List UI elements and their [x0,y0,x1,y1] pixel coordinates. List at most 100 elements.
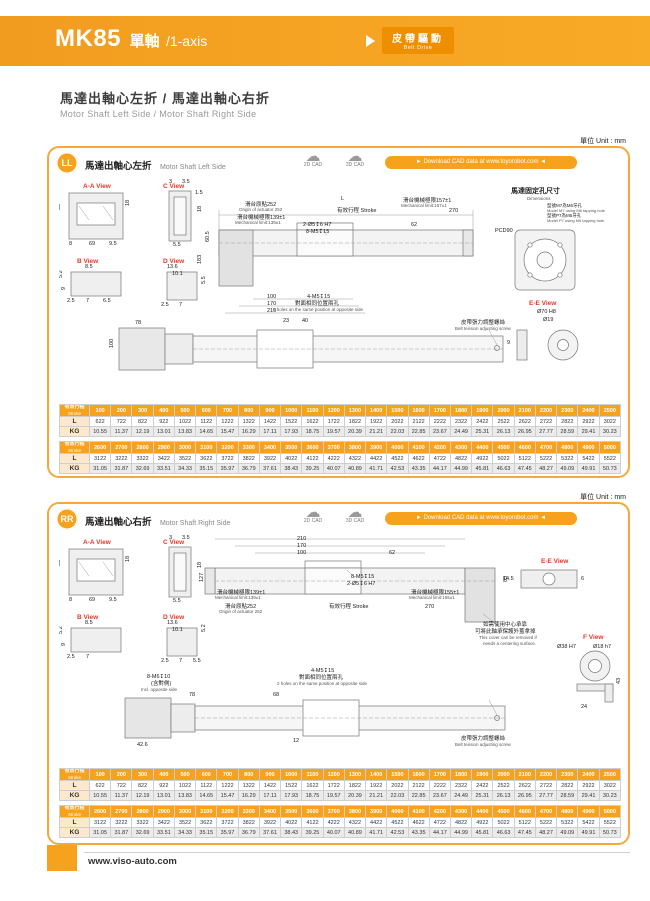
page-title: MK85 單軸 /1-axis [55,25,207,53]
stroke-value-header: 2400 [577,404,600,417]
data-cell: 3222 [110,453,133,464]
dim-label: Origin of actuator 252 [219,609,263,614]
dim-label: 69 [89,597,96,603]
footer-url: www.viso-auto.com [88,856,177,867]
data-cell: 4522 [386,817,409,828]
dim-label: 2 holes on the same position at opposite… [277,681,368,686]
data-cell: 922 [152,780,175,791]
stroke-value-header: 800 [237,768,260,781]
data-cell: 3922 [258,817,282,828]
stroke-value-header: 2700 [110,805,133,818]
data-cell: 1222 [216,780,239,791]
dim-label: 滑台機械極限139±1 [217,590,266,596]
stroke-value-header: 4900 [577,805,600,818]
dim-label: Mechanical limit:155±1 [409,595,455,600]
data-cell: 1222 [216,416,239,427]
dim-label: 43 [616,677,621,684]
data-cell: 23.67 [428,790,451,801]
cad-3d-download[interactable]: ☁ 3D CAD [337,149,373,168]
data-cell: 3822 [237,453,260,464]
view-label: B View [77,614,99,621]
stroke-value-header: 100 [88,768,112,781]
panel-title: 馬達出軸心左折 Motor Shaft Left Side [85,156,226,174]
data-cell: 13.83 [173,790,197,801]
stroke-value-header: 3600 [301,805,324,818]
data-cell: 1822 [343,416,367,427]
data-cell: 5122 [513,817,536,828]
stroke-value-header: 2300 [556,404,579,417]
stroke-value-header: 4600 [513,805,536,818]
stroke-value-header: 500 [173,404,197,417]
data-cell: 622 [88,416,112,427]
belt-drive-label-en: Belt Drive [403,45,433,51]
data-cell: 1522 [280,416,303,427]
data-cell: 40.07 [322,827,345,838]
dim-label: Dimensions [527,196,551,201]
data-cell: 4022 [280,817,303,828]
data-cell: 49.91 [577,463,600,474]
data-cell: 21.21 [365,790,388,801]
data-cell: 2022 [386,780,409,791]
footer-accent-block [47,845,77,871]
footer-divider [84,852,630,853]
dim-label: 8-M6↧10 [147,674,171,680]
dim-label: Belt tension adjusting screw [455,326,511,331]
data-cell: 44.17 [428,463,451,474]
data-cell: 13.83 [173,426,197,437]
view-label: F View [583,634,604,641]
data-cell: 1122 [195,780,218,791]
data-cell: 4522 [386,453,409,464]
panel-motor-shaft-left: LL 馬達出軸心左折 Motor Shaft Left Side ☁ 2D CA… [47,146,630,478]
data-cell: 47.45 [513,827,536,838]
dim-label: 24 [581,704,588,710]
stroke-value-header: 3300 [237,805,260,818]
stroke-value-header: 2200 [534,768,558,781]
stroke-value-header: 2000 [492,404,515,417]
panel-badge-ll: LL [56,152,78,174]
data-cell: 2222 [428,416,451,427]
data-cell: 3322 [131,453,154,464]
data-cell: 24.49 [449,790,473,801]
data-cell: 5322 [556,817,579,828]
dim-label: 7 [179,658,183,664]
dim-label: 40 [302,318,309,324]
dim-label: 53 [59,559,62,566]
stroke-value-header: 3900 [365,441,388,454]
data-cell: 22.85 [407,790,430,801]
stroke-value-header: 3000 [173,441,197,454]
stroke-value-header: 1300 [343,404,367,417]
data-cell: 5022 [492,817,515,828]
dim-label: 皮帶張力調整螺絲 [461,320,506,326]
row-label: KG [59,790,90,801]
data-cell: 4422 [365,817,388,828]
download-cad-banner[interactable]: ► Download CAD data at www.toyorobot.com… [385,156,577,169]
cad-3d-download[interactable]: ☁ 3D CAD [337,505,373,524]
stroke-value-header: 4200 [428,805,451,818]
view-label: A-A View [83,183,111,190]
stroke-value-header: 1400 [365,404,388,417]
dim-label: 12 [293,738,300,744]
data-cell: 4822 [449,453,473,464]
stroke-value-header: 3500 [280,805,303,818]
cad-2d-download[interactable]: ☁ 2D CAD [295,149,331,168]
dim-label: 42.6 [137,742,148,748]
stroke-value-header: 3800 [343,805,367,818]
data-cell: 26.13 [492,790,515,801]
view-label: D View [163,614,185,621]
data-cell: 15.47 [216,790,239,801]
dim-label: 18 [125,199,131,206]
dim-label: 9.5 [109,597,117,603]
cad-2d-download[interactable]: ☁ 2D CAD [295,505,331,524]
stroke-value-header: 3200 [216,441,239,454]
stroke-value-header: 100 [88,404,112,417]
download-cad-banner[interactable]: ► Download CAD data at www.toyorobot.com… [385,512,577,525]
dim-label: 8.5 [85,620,93,626]
data-cell: 3022 [598,416,622,427]
stroke-value-header: 900 [258,768,282,781]
